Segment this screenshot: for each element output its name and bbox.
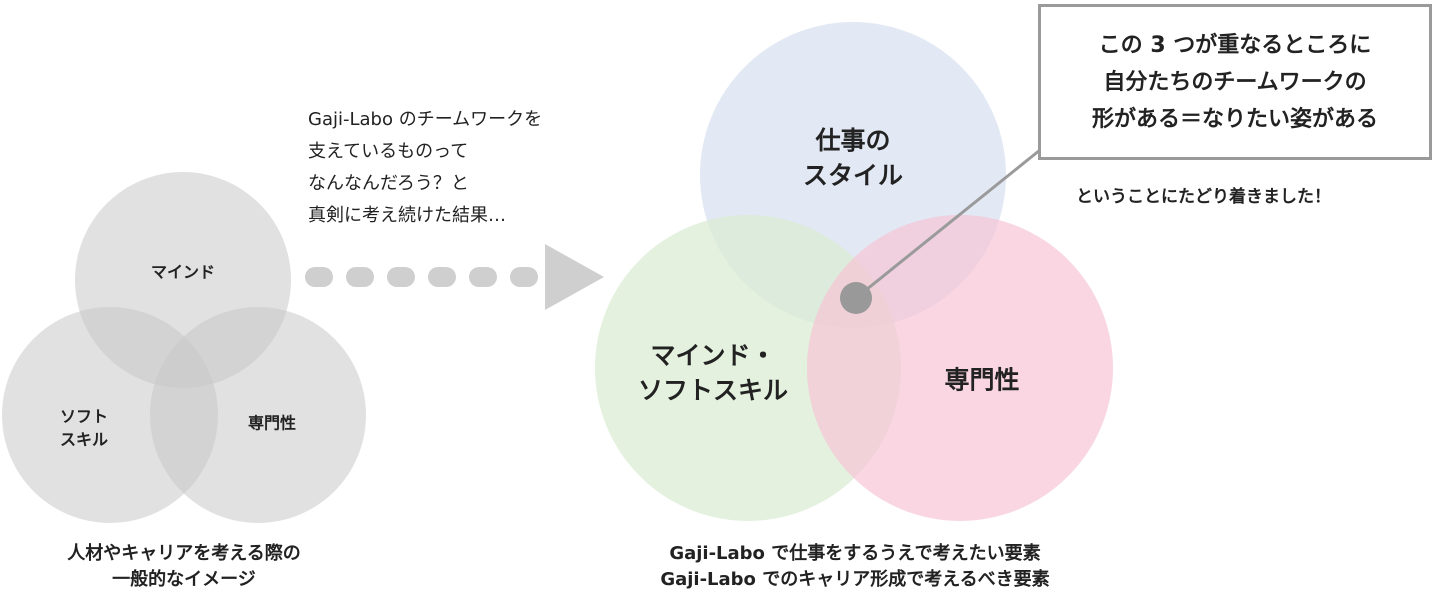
left-caption: 人材やキャリアを考える際の 一般的なイメージ <box>67 543 301 590</box>
right-circle-expert <box>807 215 1113 521</box>
progress-arrow <box>305 244 604 310</box>
left-circle-soft <box>2 307 218 523</box>
right-caption: Gaji-Labo で仕事をするうえで考えたい要素 Gaji-Labo でのキャ… <box>660 543 1050 590</box>
left-label-mind: マインド <box>150 262 216 282</box>
callout-box: この 3 つが重なるところに 自分たちのチームワークの 形がある＝なりたい姿があ… <box>1038 4 1432 160</box>
right-label-mind-soft: マインド・ ソフトスキル <box>637 341 789 405</box>
left-venn <box>2 172 366 523</box>
left-label-soft: ソフト スキル <box>59 406 109 449</box>
arrow-dash-1 <box>305 267 333 287</box>
question-text: Gaji-Labo のチームワークを 支えているものって なんなんだろう？と 真… <box>308 109 543 226</box>
callout-subtext: ということにたどり着きました！ <box>1076 187 1331 207</box>
callout-text: この 3 つが重なるところに 自分たちのチームワークの 形がある＝なりたい姿があ… <box>1091 32 1378 132</box>
arrow-dash-5 <box>469 267 497 287</box>
leader-line <box>855 148 1041 300</box>
arrow-dash-3 <box>387 267 415 287</box>
right-label-expert: 専門性 <box>944 365 1020 395</box>
arrow-head <box>545 244 604 310</box>
arrow-dash-2 <box>346 267 374 287</box>
intersection-dot <box>840 282 872 314</box>
arrow-dash-4 <box>428 267 456 287</box>
right-circle-mind-soft <box>595 215 901 521</box>
arrow-dash-6 <box>510 267 538 287</box>
left-circle-expert <box>150 307 366 523</box>
left-label-expert: 専門性 <box>247 413 297 433</box>
right-label-style: 仕事の スタイル <box>802 126 904 190</box>
right-venn <box>595 22 1113 521</box>
